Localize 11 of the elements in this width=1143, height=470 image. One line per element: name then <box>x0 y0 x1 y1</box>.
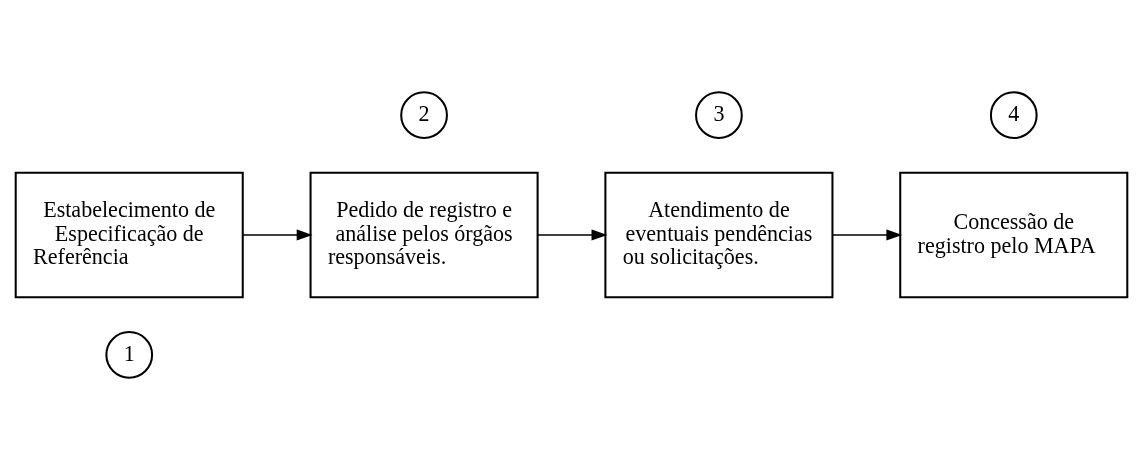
node-circle: 1 <box>105 330 154 379</box>
node-box: Atendimento de eventuais pendências ou solicitações. <box>604 171 834 299</box>
arrow <box>242 229 313 241</box>
node-box: Estabelecimento de Especificação de Referência <box>14 171 244 299</box>
node-box: Concessão de registro pelo MAPA <box>899 171 1129 299</box>
node-circle: 3 <box>695 91 743 140</box>
node-circle: 4 <box>989 91 1038 140</box>
arrow <box>831 229 903 241</box>
arrow <box>536 229 608 241</box>
node-box: Pedido de registro e análise pelos órgãos responsáveis. <box>309 171 539 299</box>
node-circle: 2 <box>400 91 448 140</box>
